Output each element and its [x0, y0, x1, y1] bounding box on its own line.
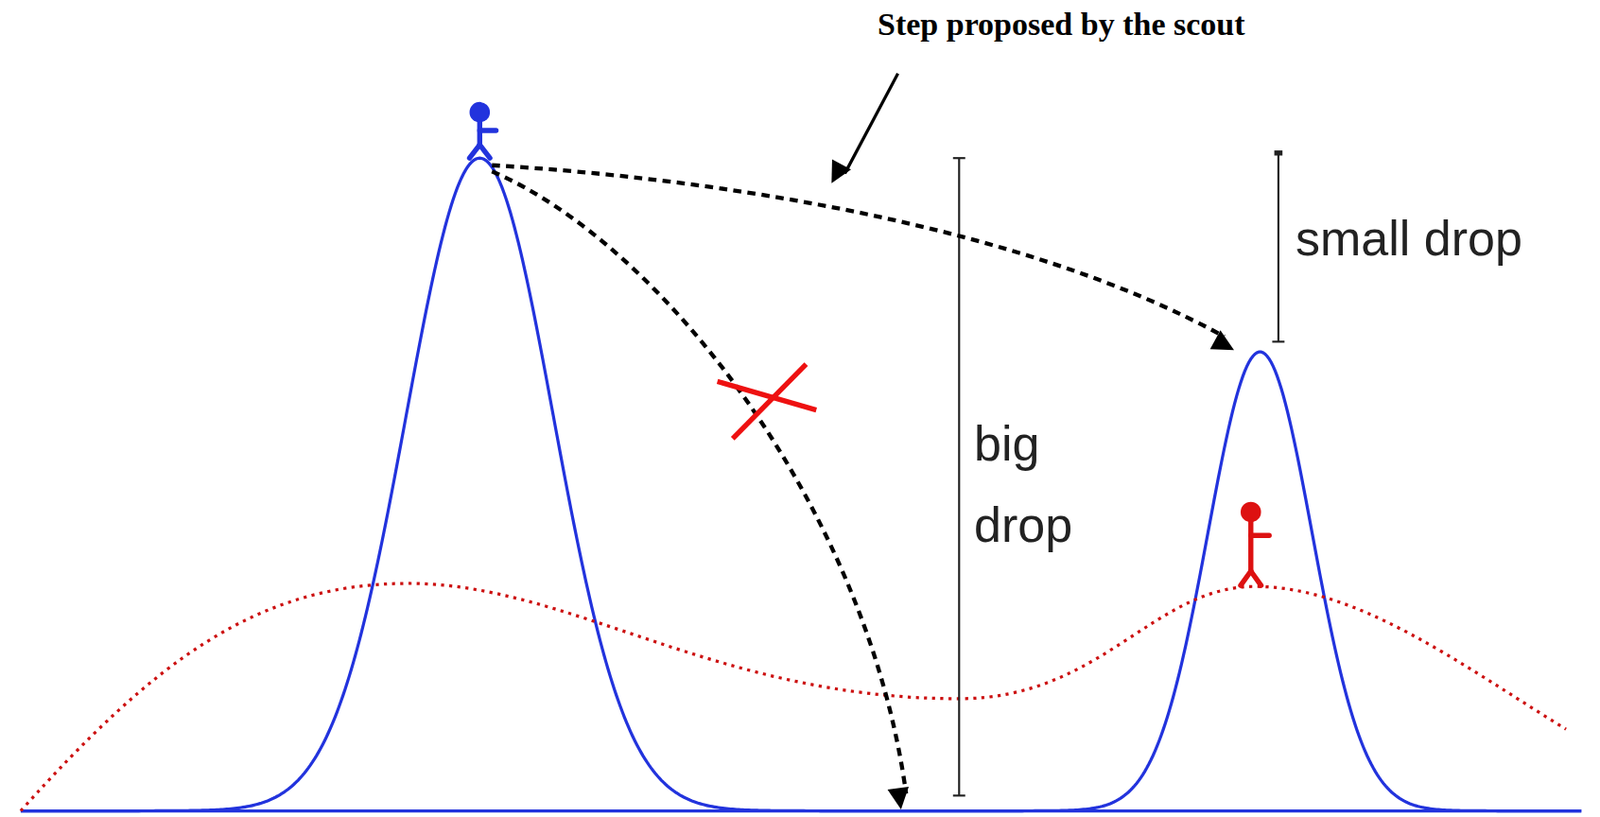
reject-cross [717, 364, 818, 439]
target-density [20, 157, 1582, 811]
rejected-step [491, 171, 906, 794]
blue-walker [469, 102, 497, 158]
pointer-arrow [844, 73, 898, 174]
drop-label: big drop [973, 402, 1126, 566]
accepted-step [491, 165, 1224, 337]
tempered-density [20, 583, 1566, 812]
drop-label: small drop [1295, 209, 1523, 267]
callout-title: Step proposed by the scout [877, 5, 1246, 44]
red-walker [1240, 502, 1270, 586]
